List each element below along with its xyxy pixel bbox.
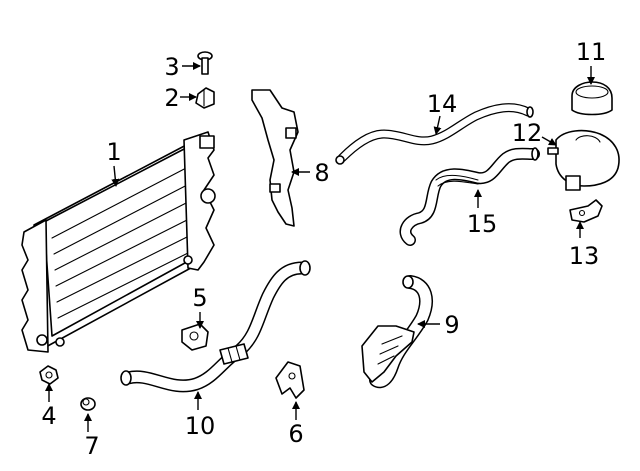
air-deflector[interactable] [251, 89, 299, 227]
lower-radiator-hose[interactable] [120, 260, 311, 393]
callout-5: 5 [192, 284, 207, 312]
clip-part[interactable] [195, 87, 215, 109]
callout-8: 8 [314, 159, 329, 187]
leader-lines [45, 62, 595, 432]
callout-3: 3 [164, 53, 179, 81]
leader-1 [111, 165, 120, 187]
callout-15: 15 [467, 210, 498, 238]
hose-assembly[interactable] [361, 275, 433, 389]
callout-12: 12 [512, 119, 543, 147]
small-bracket[interactable] [181, 323, 209, 351]
callout-10: 10 [185, 412, 216, 440]
leader-12 [541, 136, 557, 146]
callout-numbers: 1 2 3 4 5 6 7 8 9 10 11 12 13 14 15 [41, 38, 606, 460]
coolant-expansion-tank[interactable] [547, 129, 620, 191]
callout-11: 11 [576, 38, 607, 66]
callout-2: 2 [164, 84, 179, 112]
callout-6: 6 [288, 420, 303, 448]
leader-14 [433, 115, 442, 135]
reservoir-cap[interactable] [571, 81, 613, 116]
callout-4: 4 [41, 402, 56, 430]
callout-9: 9 [444, 311, 459, 339]
lower-mount-bushing[interactable] [39, 365, 59, 385]
callout-1: 1 [106, 138, 121, 166]
bolt-part[interactable] [197, 51, 213, 75]
callout-14: 14 [427, 90, 458, 118]
upper-coolant-hose[interactable] [335, 103, 534, 165]
hose-bracket[interactable] [275, 361, 305, 399]
small-clamp[interactable] [80, 397, 96, 411]
callout-7: 7 [84, 432, 99, 460]
overflow-hose[interactable] [399, 147, 540, 246]
callout-13: 13 [569, 242, 600, 270]
tank-bracket[interactable] [569, 199, 603, 223]
radiator[interactable] [21, 131, 216, 353]
